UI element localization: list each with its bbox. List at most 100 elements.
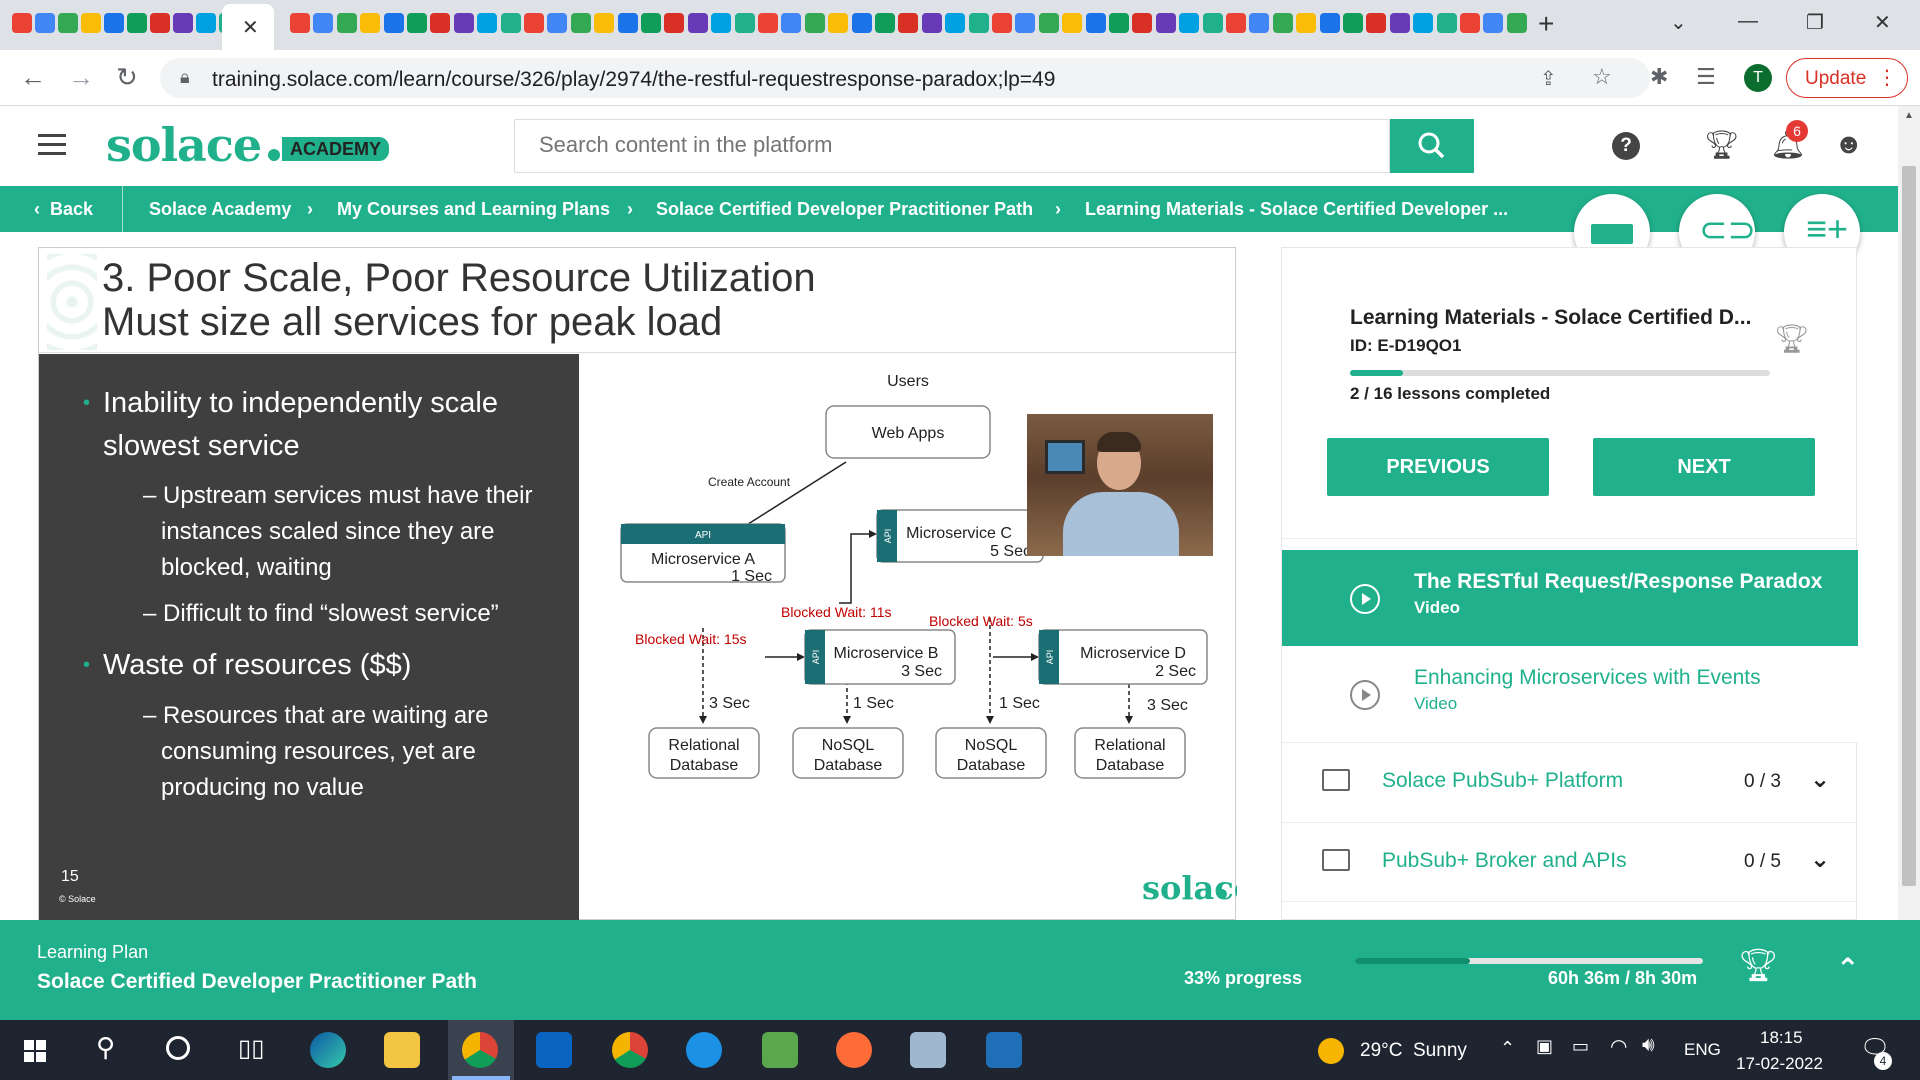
tab-favicon[interactable] <box>758 13 778 33</box>
wifi-icon[interactable]: ◠ <box>1610 1036 1628 1058</box>
back-nav-icon[interactable]: ← <box>20 62 46 92</box>
tab-favicon[interactable] <box>336 13 357 33</box>
tab-favicon[interactable] <box>1062 13 1083 33</box>
battery-icon[interactable]: ▭ <box>1572 1036 1590 1056</box>
tab-favicon[interactable] <box>1366 13 1387 33</box>
tab-favicon[interactable] <box>851 13 872 33</box>
ebook-icon[interactable] <box>910 1032 946 1068</box>
close-tab-icon[interactable]: ✕ <box>242 17 259 39</box>
tab-favicon[interactable] <box>477 13 498 33</box>
tab-favicon[interactable] <box>1413 13 1434 33</box>
tab-favicon[interactable] <box>570 13 591 33</box>
tab-favicon[interactable] <box>1436 13 1457 33</box>
tab-favicon[interactable] <box>898 13 919 33</box>
tab-favicon[interactable] <box>1155 13 1176 33</box>
task-view-icon[interactable]: ▯▯ <box>238 1035 265 1062</box>
tab-favicon[interactable] <box>992 13 1012 33</box>
tab-favicon[interactable] <box>968 13 989 33</box>
close-window-icon[interactable]: ✕ <box>1874 12 1891 34</box>
windows-start-icon[interactable] <box>24 1040 46 1062</box>
tab-favicon[interactable] <box>921 13 942 33</box>
tab-favicon[interactable] <box>150 13 170 33</box>
help-icon[interactable]: ? <box>1612 132 1640 160</box>
tab-favicon[interactable] <box>383 13 404 33</box>
tab-favicon[interactable] <box>35 13 55 33</box>
chrome-profile-icon[interactable] <box>612 1032 648 1068</box>
tab-favicon[interactable] <box>360 13 381 33</box>
language-indicator[interactable]: ENG <box>1684 1040 1721 1059</box>
tab-favicon[interactable] <box>1319 13 1340 33</box>
tab-favicon[interactable] <box>81 13 101 33</box>
edge-icon[interactable] <box>310 1032 346 1068</box>
active-tab[interactable]: ✕ <box>222 4 274 50</box>
tab-favicon[interactable] <box>500 13 521 33</box>
breadcrumb-item-learning-path[interactable]: Solace Certified Developer Practitioner … <box>656 199 1034 219</box>
reading-list-icon[interactable]: ☰ <box>1696 64 1716 89</box>
learning-plan-name[interactable]: Solace Certified Developer Practitioner … <box>37 970 477 993</box>
tab-favicon[interactable] <box>1460 13 1480 33</box>
tab-favicon[interactable] <box>12 13 32 33</box>
user-avatar-icon[interactable]: ☻ <box>1834 128 1864 159</box>
tab-favicon[interactable] <box>290 13 310 33</box>
tab-favicon[interactable] <box>1389 13 1410 33</box>
next-button[interactable]: NEXT <box>1593 438 1815 496</box>
tab-favicon[interactable] <box>1483 13 1504 33</box>
chevron-down-icon[interactable]: ⌄ <box>1810 766 1831 793</box>
search-box[interactable] <box>514 119 1390 173</box>
tab-favicon[interactable] <box>104 13 124 33</box>
page-scrollbar[interactable]: ▲ ▼ <box>1898 106 1920 1020</box>
section-item[interactable]: PubSub+ Broker and APIs 0 / 5 ⌄ <box>1282 822 1858 902</box>
tab-favicon[interactable] <box>313 13 334 33</box>
share-icon[interactable]: ⇪ <box>1540 68 1557 90</box>
slide-viewer[interactable]: 3. Poor Scale, Poor Resource Utilization… <box>38 247 1237 921</box>
meet-icon[interactable]: ▣ <box>1536 1036 1554 1056</box>
chrome-icon[interactable] <box>462 1032 498 1068</box>
tab-favicon[interactable] <box>617 13 638 33</box>
previous-button[interactable]: PREVIOUS <box>1327 438 1549 496</box>
solace-academy-logo[interactable]: solace ACADEMY <box>106 118 390 172</box>
section-item[interactable]: Solace PubSub+ Platform 0 / 3 ⌄ <box>1282 742 1858 822</box>
presenter-video-overlay[interactable] <box>1027 414 1213 556</box>
search-taskbar-icon[interactable]: ⚲ <box>96 1032 116 1062</box>
tab-search-icon[interactable]: ⌄ <box>1670 12 1687 34</box>
breadcrumb-item-solace-academy[interactable]: Solace Academy <box>149 199 292 219</box>
minimize-icon[interactable]: — <box>1738 10 1758 32</box>
search-input[interactable] <box>515 120 1355 170</box>
clock-time[interactable]: 18:15 <box>1760 1028 1803 1047</box>
update-button[interactable]: Update ⋮ <box>1786 58 1908 98</box>
extensions-icon[interactable]: ✱ <box>1650 64 1669 89</box>
vscode-icon[interactable] <box>986 1032 1022 1068</box>
tab-favicon[interactable] <box>1226 13 1246 33</box>
tab-favicon[interactable] <box>594 13 615 33</box>
lesson-item-active[interactable]: The RESTful Request/Response Paradox Vid… <box>1282 550 1858 646</box>
chevron-up-icon[interactable]: ⌃ <box>1836 953 1860 984</box>
chevron-down-icon[interactable]: ⌄ <box>1810 846 1831 873</box>
cortana-icon[interactable] <box>166 1036 190 1060</box>
mail-icon[interactable] <box>536 1032 572 1068</box>
tab-favicon[interactable] <box>1343 13 1363 33</box>
tray-chevron-icon[interactable]: ⌃ <box>1500 1038 1516 1058</box>
tab-favicon[interactable] <box>687 13 708 33</box>
tab-favicon[interactable] <box>804 13 825 33</box>
tab-favicon[interactable] <box>453 13 474 33</box>
bookmark-star-icon[interactable]: ☆ <box>1592 64 1612 89</box>
search-button[interactable] <box>1390 119 1474 173</box>
back-link[interactable]: ‹ Back <box>34 199 94 219</box>
scrollbar-thumb[interactable] <box>1902 166 1916 886</box>
forward-nav-icon[interactable]: → <box>68 62 94 92</box>
tab-favicon[interactable] <box>1296 13 1317 33</box>
tab-favicon[interactable] <box>127 13 147 33</box>
tab-favicon[interactable] <box>711 13 732 33</box>
tab-favicon[interactable] <box>196 13 216 33</box>
volume-icon[interactable]: 🔊︎ <box>1642 1034 1655 1056</box>
tab-favicon[interactable] <box>1179 13 1200 33</box>
clock-date[interactable]: 17-02-2022 <box>1736 1054 1823 1073</box>
new-tab-button[interactable]: + <box>1538 8 1555 39</box>
tab-favicon[interactable] <box>547 13 568 33</box>
tab-favicon[interactable] <box>664 13 685 33</box>
file-explorer-icon[interactable] <box>384 1032 420 1068</box>
tab-favicon[interactable] <box>1038 13 1059 33</box>
tab-favicon[interactable] <box>828 13 849 33</box>
tab-favicon[interactable] <box>58 13 78 33</box>
tab-favicon[interactable] <box>1085 13 1106 33</box>
